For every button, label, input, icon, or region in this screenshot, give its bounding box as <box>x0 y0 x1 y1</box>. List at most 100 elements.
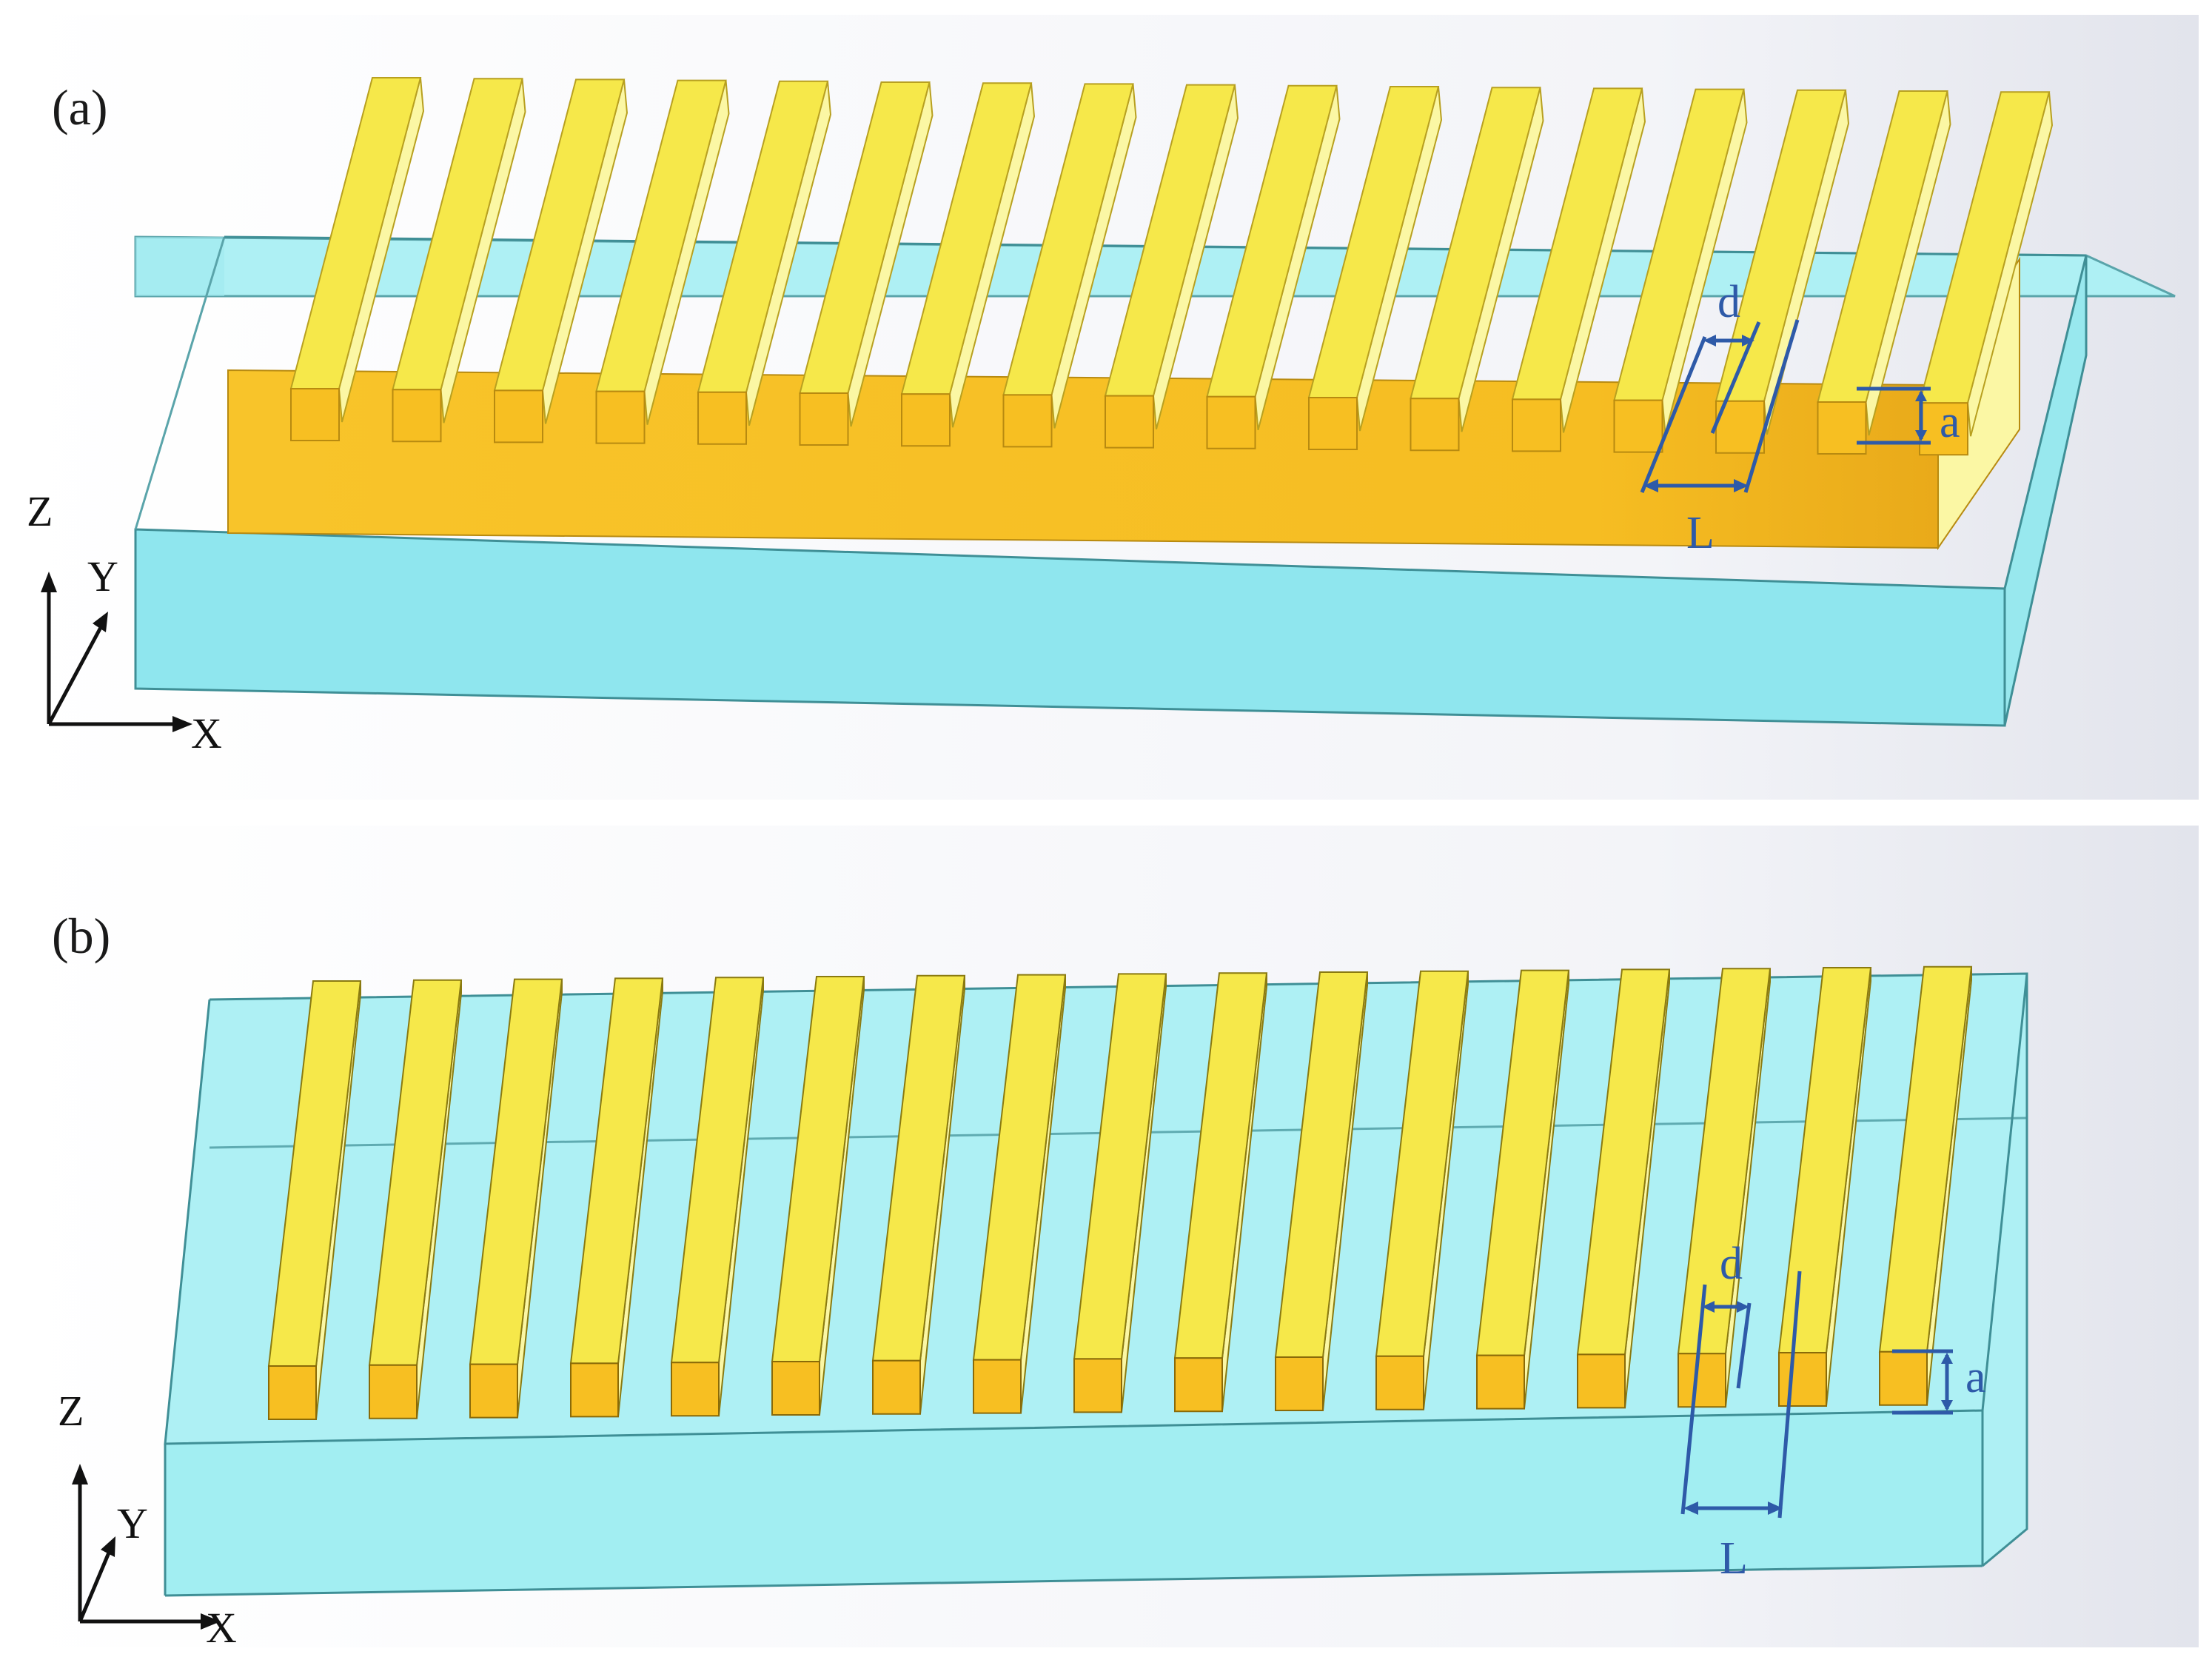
rod-front-face <box>671 1362 720 1417</box>
rod-front-face <box>1778 1352 1827 1407</box>
rod <box>267 980 362 1420</box>
grating-fins <box>289 77 2054 456</box>
fin <box>1817 90 1951 455</box>
fin-front-face <box>1715 400 1765 454</box>
rod-front-face <box>1476 1354 1525 1410</box>
rod-front-face <box>1174 1357 1223 1413</box>
rod <box>1375 970 1469 1410</box>
dimension-line-d <box>1736 1302 1752 1389</box>
rod <box>368 979 463 1419</box>
rod <box>670 977 765 1417</box>
fin <box>799 81 934 446</box>
fin-front-face <box>1613 399 1663 453</box>
dimension-annotations <box>1680 1271 1953 1519</box>
rod <box>569 977 664 1418</box>
dim-label-L: L <box>1686 508 1715 558</box>
rod-front-face <box>771 1361 820 1416</box>
rod <box>1878 965 1973 1406</box>
y-axis-arrowhead <box>93 612 108 632</box>
substrate-right-face <box>2003 255 2088 726</box>
fin <box>1307 86 1443 450</box>
rod-front-face <box>1879 1350 1928 1406</box>
fin <box>1715 89 1850 454</box>
rod <box>771 976 865 1416</box>
dimension-annotations <box>1640 319 1931 493</box>
fin <box>392 78 526 443</box>
panel-a: d L a Z Y X (a) <box>13 15 2199 800</box>
rod <box>871 974 966 1415</box>
panel-a-drawing: d L a Z Y X <box>13 15 2199 800</box>
rod-front-face <box>1275 1356 1324 1411</box>
rod <box>1173 972 1268 1413</box>
fin-front-face <box>1512 398 1561 452</box>
fin <box>1002 83 1137 448</box>
z-axis-arrowhead <box>72 1464 88 1484</box>
rod <box>1677 968 1772 1408</box>
fin <box>1613 88 1748 453</box>
axis-label-y: Y <box>117 1499 148 1547</box>
dimension-line-left <box>1640 336 1707 493</box>
fin-front-face <box>290 388 340 441</box>
fin <box>697 80 832 445</box>
fin <box>1206 84 1341 449</box>
rod-front-face <box>369 1364 418 1419</box>
fin <box>900 82 1036 447</box>
dimension-line-right <box>1777 1271 1802 1519</box>
rod-front-face <box>872 1359 921 1415</box>
rod-front-face <box>1678 1353 1726 1408</box>
rod-front-face <box>1577 1353 1626 1409</box>
fin <box>1410 87 1544 452</box>
axis-label-z: Z <box>27 487 53 535</box>
fin <box>1918 91 2054 456</box>
rod-front-face <box>973 1359 1022 1414</box>
fin-front-face <box>1817 401 1867 455</box>
fin-front-face <box>1002 394 1053 448</box>
fin <box>1511 87 1646 452</box>
panel-b: d L a Z Y X (b) <box>13 826 2199 1647</box>
panel-label-b: (b) <box>52 908 111 964</box>
dim-label-d: d <box>1720 1239 1743 1289</box>
rod <box>469 978 563 1419</box>
x-axis-arrowhead <box>201 1613 221 1630</box>
fin-front-face <box>901 393 951 447</box>
dim-label-a: a <box>1965 1352 1986 1402</box>
coordinate-axes <box>41 572 192 732</box>
coordinate-axes <box>72 1464 221 1630</box>
dim-label-d: d <box>1717 277 1740 327</box>
axis-label-x: X <box>191 709 222 757</box>
fin-front-face <box>1206 395 1256 449</box>
panel-b-drawing: d L a Z Y X <box>13 826 2199 1647</box>
dim-label-a: a <box>1940 397 1960 447</box>
dim-label-L: L <box>1720 1533 1748 1584</box>
dimension-line-right <box>1743 319 1800 493</box>
axis-label-x: X <box>206 1604 237 1647</box>
rod <box>972 974 1067 1414</box>
fin-front-face <box>1105 395 1154 449</box>
axis-label-y: Y <box>87 552 118 600</box>
fin <box>493 78 629 443</box>
fin-front-face <box>697 391 747 445</box>
z-axis-arrowhead <box>41 572 57 592</box>
y-axis-arrowhead <box>101 1536 115 1557</box>
rod-front-face <box>469 1363 518 1419</box>
fin <box>595 79 730 444</box>
fin <box>1104 84 1239 449</box>
grating-rods <box>267 965 1973 1420</box>
substrate-front-face <box>165 1410 1983 1596</box>
rod-front-face <box>1375 1355 1424 1410</box>
x-axis-arrowhead <box>172 716 192 732</box>
fin-front-face <box>595 390 646 444</box>
fin <box>289 77 425 441</box>
rod-front-face <box>570 1362 619 1418</box>
rod <box>1073 973 1167 1413</box>
rod <box>1576 968 1671 1409</box>
fin-front-face <box>799 392 849 446</box>
axis-label-z: Z <box>58 1387 84 1435</box>
y-axis <box>47 620 106 726</box>
fin-front-face <box>494 389 543 443</box>
rod-front-face <box>1073 1358 1122 1413</box>
fin-front-face <box>1410 398 1460 452</box>
y-axis <box>78 1547 113 1622</box>
fin-front-face <box>392 389 442 443</box>
rod <box>1475 969 1570 1410</box>
